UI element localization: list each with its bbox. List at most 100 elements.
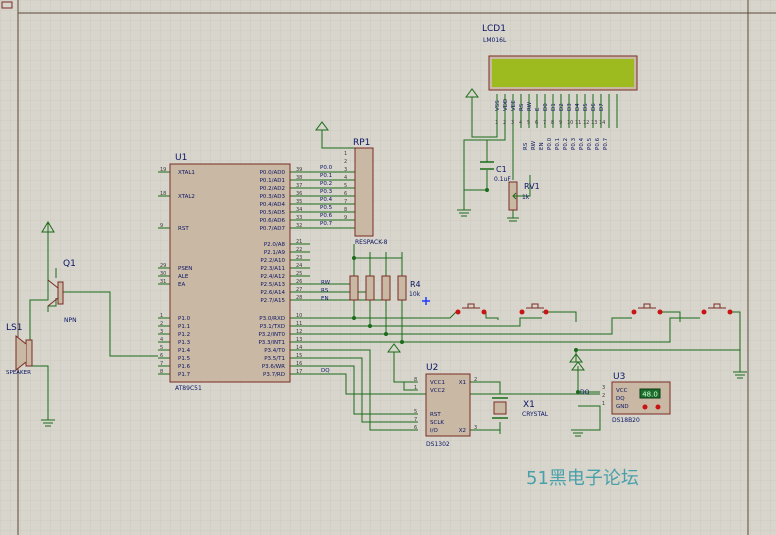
lcd1-pin-name: RS [519, 103, 525, 111]
lcd1-net-label: P0.5 [587, 137, 593, 150]
u1-pin-number: 31 [160, 279, 166, 285]
rv1[interactable]: RV1 1k [508, 181, 540, 211]
lcd1-pin-number: 8 [551, 120, 554, 126]
lcd1-net-label: P0.0 [547, 137, 553, 150]
u2-pin-name: X1 [459, 380, 466, 386]
lcd1-pin-number: 6 [535, 120, 538, 126]
q1-transistor[interactable]: Q1 NPN [47, 259, 77, 324]
u1-net-label: P0.7 [320, 221, 333, 227]
u2-pin-number: 5 [414, 409, 417, 415]
sheet-border [17, 0, 776, 535]
u1-pin-name: P2.7/A15 [260, 298, 285, 304]
lcd1[interactable]: LCD1 LM016L VSS1VDD2VEE3RS4RW5E6D07D18D2… [482, 24, 638, 150]
u1-pin-name: EA [178, 282, 185, 288]
u1-pin-name: P2.1/A9 [264, 250, 286, 256]
vcc-arrow-ds1302 [387, 343, 401, 353]
u3-increase-button[interactable] [655, 404, 661, 410]
u1-pin-number: 13 [296, 337, 302, 343]
lcd1-ref: LCD1 [482, 24, 506, 34]
x1-crystal[interactable]: X1 CRYSTAL [492, 397, 549, 419]
rv1-value: 1k [522, 194, 530, 201]
lcd1-pin-name: D2 [559, 103, 565, 111]
u1-pin-number: 11 [296, 321, 302, 327]
u1-pin-number: 5 [160, 345, 163, 351]
vcc-arrow-speaker [41, 221, 55, 233]
u1-net-label: P0.5 [320, 205, 333, 211]
r4-array[interactable]: R4 10k [349, 275, 421, 301]
u3-display [639, 388, 661, 399]
u1-pin-number: 21 [296, 239, 302, 245]
u1-pin-name: P1.3 [178, 340, 191, 346]
x1-plates [492, 397, 508, 419]
ls1-speaker[interactable]: LS1 SPEAKER [6, 323, 33, 376]
u1-pin-number: 37 [296, 183, 302, 189]
u1-net-label: P0.6 [320, 213, 333, 219]
u1-pin-name: P0.5/AD5 [260, 210, 286, 216]
u3-pin-name: VCC [616, 388, 628, 394]
u1-pin-number: 29 [160, 263, 166, 269]
u1-pin-name: P1.6 [178, 364, 191, 370]
u2-pin-name: I/O [430, 428, 438, 434]
button-2[interactable] [519, 303, 549, 315]
u2-pin-name: X2 [459, 428, 466, 434]
lcd1-pin-labels: VSS1VDD2VEE3RS4RW5E6D07D18D29D310D411D51… [495, 99, 605, 126]
u1-pin-number: 16 [296, 361, 302, 367]
u1-pin-name: PSEN [178, 266, 192, 272]
rp1-pin-number: 5 [344, 183, 347, 189]
button-3[interactable] [631, 303, 663, 315]
rp1-pin-number: 4 [344, 175, 347, 181]
u1-pin-name: P3.1/TXD [260, 324, 285, 330]
ls1-ref: LS1 [6, 323, 22, 333]
lcd1-net-label: P0.6 [595, 137, 601, 150]
x1-ref: X1 [523, 400, 535, 410]
rp1-pin-number: 3 [344, 167, 347, 173]
u1-pin-number: 28 [296, 295, 302, 301]
u1-pin-name: P1.2 [178, 332, 190, 338]
u1-pin-name: P1.4 [178, 348, 191, 354]
u1-pin-name: P0.7/AD7 [260, 226, 286, 232]
push-buttons[interactable] [455, 303, 733, 315]
vcc-arrow-u3 [571, 361, 585, 371]
u1-pin-number: 27 [296, 287, 302, 293]
u3-decrease-button[interactable] [642, 404, 648, 410]
u1-pin-number: 14 [296, 345, 302, 351]
u1-pin-name: XTAL2 [178, 194, 195, 200]
x1-type: CRYSTAL [522, 411, 549, 418]
u1-pin-name: P0.1/AD1 [260, 178, 285, 184]
q1-base-bar [57, 281, 64, 305]
u1-pin-name: P1.1 [178, 324, 190, 330]
c1[interactable]: C1 0.1uF [480, 161, 511, 183]
lcd1-model: LM016L [483, 37, 507, 44]
button-4[interactable] [701, 303, 733, 315]
u1-pin-number: 30 [160, 271, 166, 277]
r4-ref: R4 [410, 280, 421, 289]
u2-pin-name: VCC2 [430, 388, 445, 394]
button-1[interactable] [455, 303, 487, 315]
rp1-pin-number: 7 [344, 199, 347, 205]
u3-pin-name: GND [616, 404, 629, 410]
rp1-pin-number: 9 [344, 215, 347, 221]
q1-ref: Q1 [63, 259, 76, 269]
gnd-rv1 [507, 217, 519, 222]
u2-pin-number: 1 [414, 385, 417, 391]
watermark: 51黑电子论坛 [526, 468, 639, 489]
u1-pin-name: P3.0/RXD [259, 316, 285, 322]
rp1-ref: RP1 [353, 138, 370, 148]
u1-pin-name: P3.6/WR [262, 364, 285, 370]
u1-pin-name: P2.0/A8 [264, 242, 286, 248]
u3-model: DS18B20 [612, 417, 640, 424]
u1-pin-name: P3.4/T0 [264, 348, 285, 354]
lcd1-pin-name: D5 [583, 103, 589, 111]
u1-pin-number: 8 [160, 369, 163, 375]
u1-net-label: P0.0 [320, 165, 333, 171]
u1-net-label: RS [321, 288, 329, 294]
